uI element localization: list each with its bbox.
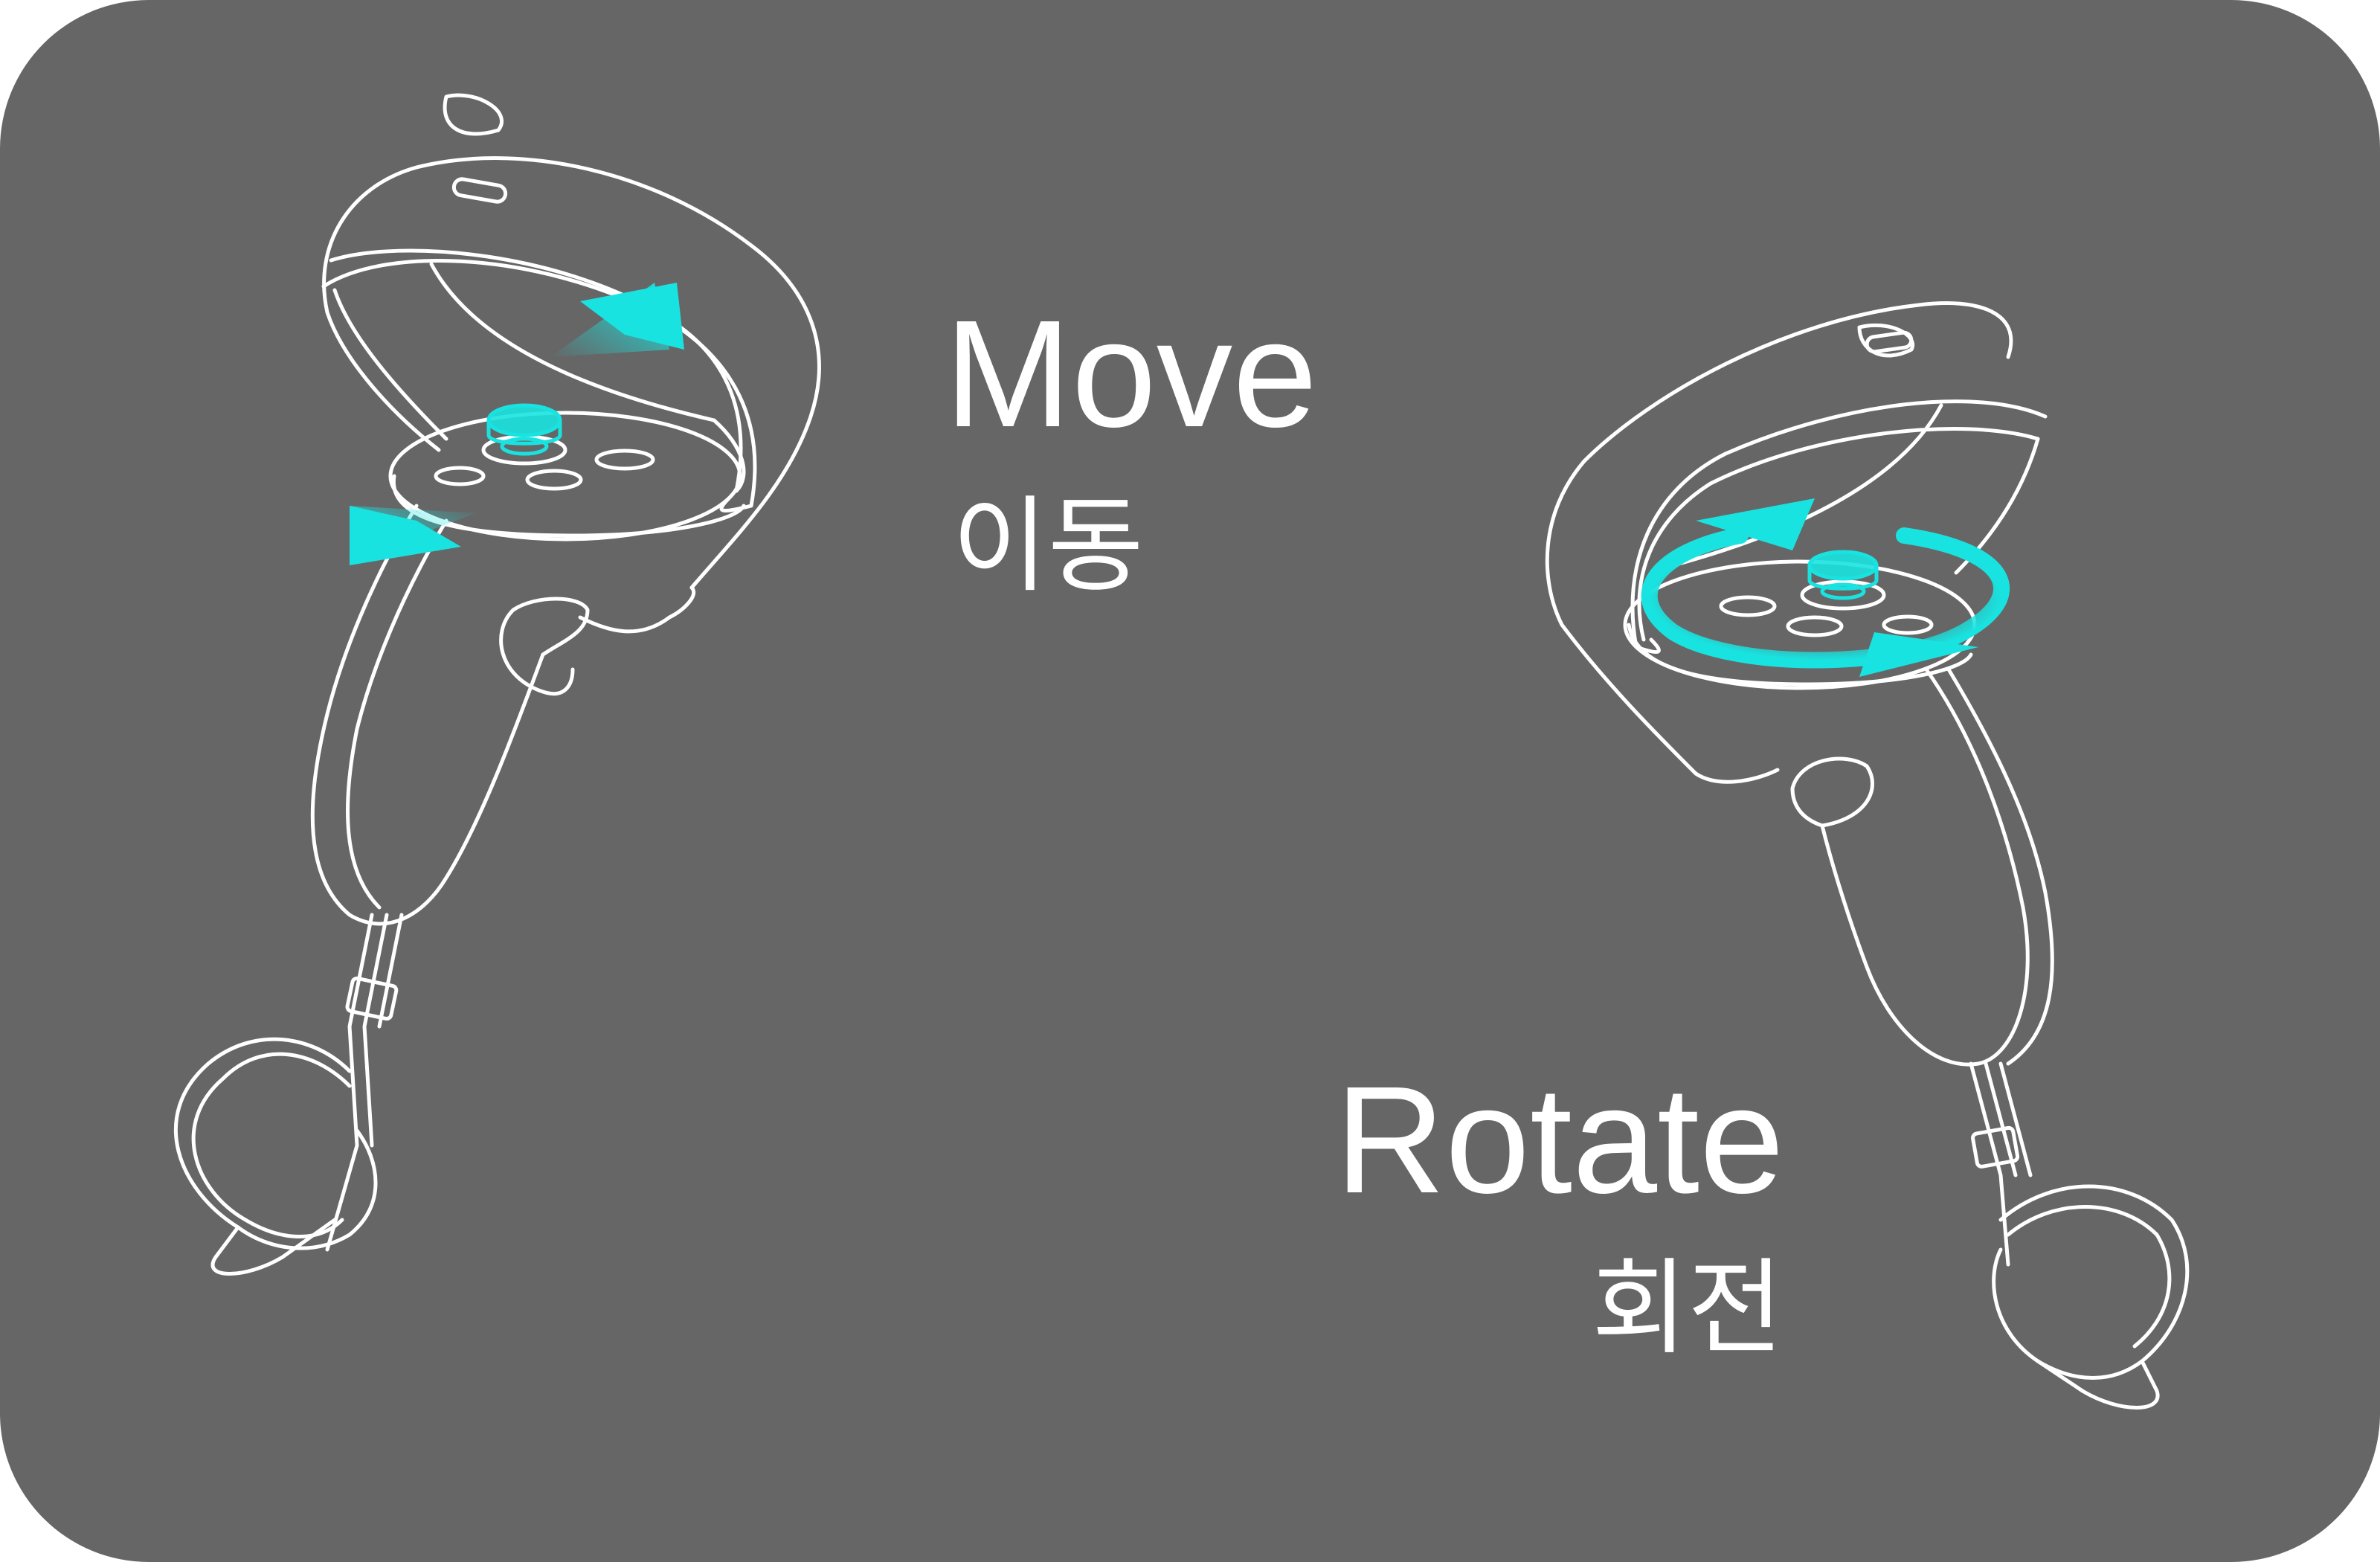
grip-body (310, 504, 545, 926)
tracking-ring-outer (322, 156, 821, 590)
rotate-sublabel: 회전 (1592, 1248, 1784, 1369)
grip-body-r (1820, 667, 2030, 1067)
move-sublabel: 이동 (952, 486, 1144, 607)
move-arrows (350, 283, 684, 565)
face-plate (388, 411, 742, 541)
thumbstick-rotate (1807, 550, 1879, 600)
wrist-strap (325, 913, 404, 1252)
tracking-ring-outer-r (1545, 301, 2013, 776)
rotate-arrows (1641, 498, 2010, 677)
rotate-label: Rotate (1335, 1055, 1784, 1225)
wrist-strap-r (1969, 1061, 2033, 1267)
move-label: Move (945, 289, 1318, 459)
thumbstick-move (486, 403, 562, 456)
